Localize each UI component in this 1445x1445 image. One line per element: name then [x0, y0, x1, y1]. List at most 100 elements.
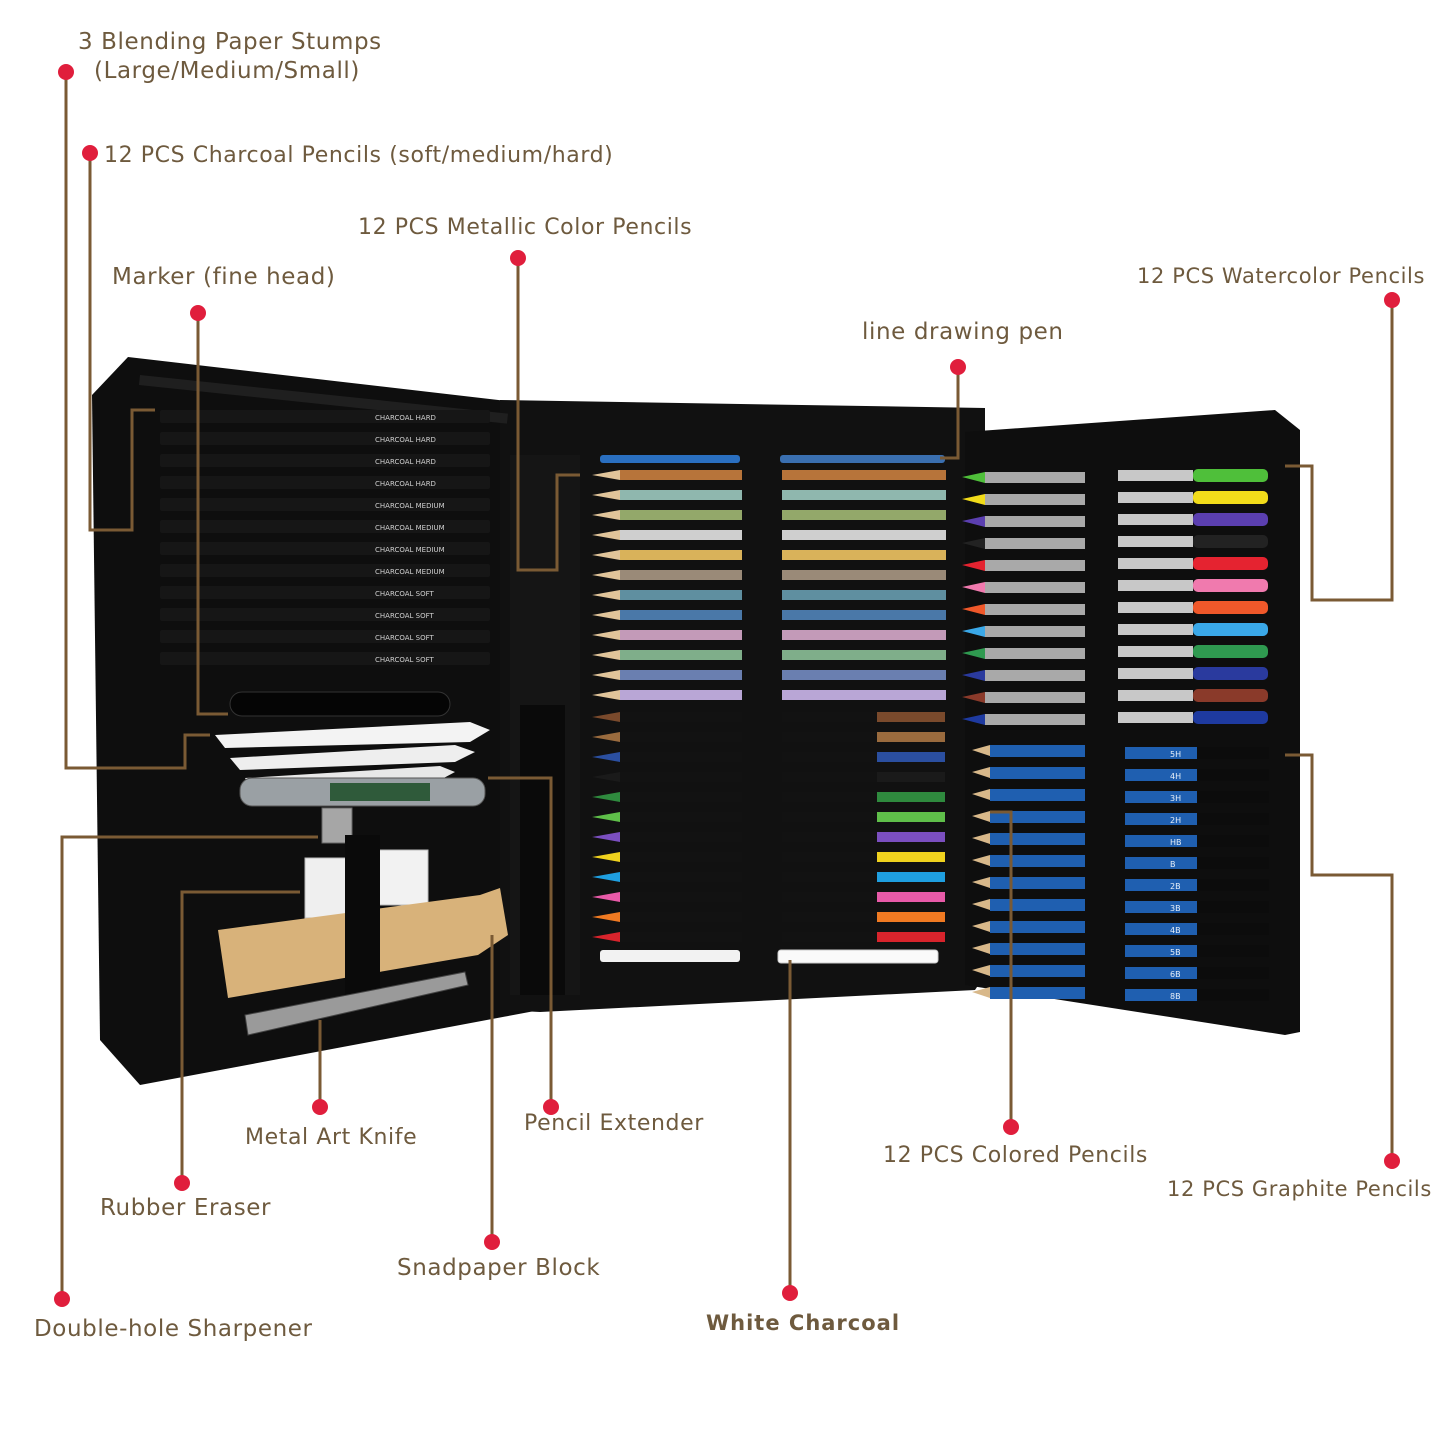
- leader-lines: [60, 72, 1394, 1299]
- watercolor-pencil-body: [1118, 668, 1193, 679]
- graphite-pencil-tip: [972, 987, 990, 998]
- metallic-pencil-end: [782, 470, 946, 480]
- metallic-pencil-tip: [592, 510, 620, 520]
- metallic-pencil: [620, 690, 742, 700]
- charcoal-pencil-label: CHARCOAL SOFT: [375, 656, 434, 664]
- metallic-pencil-tip: [592, 470, 620, 480]
- graphite-pencil-tip: [972, 833, 990, 844]
- graphite-pencil-end: [1197, 791, 1269, 803]
- graphite-pencil-grade: 3H: [1170, 794, 1181, 803]
- charcoal-pencil-label: CHARCOAL MEDIUM: [375, 502, 445, 510]
- metallic-pencils: [592, 470, 946, 700]
- graphite-pencil-body: [1125, 923, 1197, 935]
- watercolor-pencil: [985, 494, 1085, 505]
- label-metallic-pencils: 12 PCS Metallic Color Pencils: [358, 215, 693, 240]
- graphite-pencil: [990, 833, 1085, 845]
- graphite-pencil-end: [1197, 901, 1269, 913]
- colored-pencil: [620, 832, 742, 842]
- graphite-pencil: [990, 855, 1085, 867]
- watercolor-pencil-body: [1118, 536, 1193, 547]
- colored-pencil-body: [782, 772, 877, 782]
- metallic-pencil-tip: [592, 490, 620, 500]
- watercolor-pencil-tip: [962, 472, 985, 483]
- watercolor-pencil: [985, 648, 1085, 659]
- watercolor-pencil-body: [1118, 690, 1193, 701]
- graphite-pencil-body: [1125, 945, 1197, 957]
- charcoal-pencil-label: CHARCOAL MEDIUM: [375, 546, 445, 554]
- colored-pencil-body: [782, 872, 877, 882]
- graphite-pencil: [990, 767, 1085, 779]
- dot-graphite-pencils: [1384, 1153, 1400, 1169]
- graphite-pencil-tip: [972, 811, 990, 822]
- charcoal-pencil-label: CHARCOAL SOFT: [375, 612, 434, 620]
- watercolor-pencil-body: [1118, 646, 1193, 657]
- colored-pencil-tip: [592, 852, 620, 862]
- colored-pencil: [620, 772, 742, 782]
- graphite-pencil-grade: 5H: [1170, 750, 1181, 759]
- colored-pencil-body: [782, 832, 877, 842]
- charcoal-pencil-label: CHARCOAL MEDIUM: [375, 568, 445, 576]
- metallic-pencil: [620, 550, 742, 560]
- watercolor-pencil-end: [1193, 557, 1268, 570]
- watercolor-pencil-end: [1193, 469, 1268, 482]
- graphite-pencil-end: [1197, 813, 1269, 825]
- colored-pencil-body: [782, 712, 877, 722]
- graphite-pencil-body: [1125, 879, 1197, 891]
- colored-pencil-end: [877, 872, 945, 882]
- colored-pencil-body: [782, 812, 877, 822]
- metallic-pencil-end: [782, 650, 946, 660]
- white-charcoal-stick: [600, 950, 740, 962]
- graphite-pencil: [990, 921, 1085, 933]
- colored-pencil: [620, 752, 742, 762]
- graphite-pencil: [990, 965, 1085, 977]
- graphite-pencil-end: [1197, 835, 1269, 847]
- watercolor-pencil: [985, 670, 1085, 681]
- watercolor-pencil: [985, 626, 1085, 637]
- metallic-pencil-end: [782, 490, 946, 500]
- colored-pencil: [620, 712, 742, 722]
- metallic-pencil-end: [782, 670, 946, 680]
- watercolor-pencil-end: [1193, 711, 1268, 724]
- graphite-pencil-grade: 4H: [1170, 772, 1181, 781]
- charcoal-pencil: [160, 520, 490, 533]
- watercolor-pencil-end: [1193, 579, 1268, 592]
- watercolor-pencil-tip: [962, 670, 985, 681]
- dot-sharpener: [54, 1291, 70, 1307]
- colored-pencil-body: [782, 892, 877, 902]
- metallic-pencil-tip: [592, 690, 620, 700]
- watercolor-pencil-tip: [962, 648, 985, 659]
- leader-graphite-pencils: [1285, 753, 1394, 1161]
- graphite-pencil-grade: 2H: [1170, 816, 1181, 825]
- colored-pencil-body: [782, 752, 877, 762]
- watercolor-pencil: [985, 516, 1085, 527]
- watercolor-pencil-end: [1193, 689, 1268, 702]
- metallic-pencil-tip: [592, 570, 620, 580]
- stump-large: [215, 722, 490, 748]
- graphite-pencil: [990, 789, 1085, 801]
- colored-pencil-body: [782, 732, 877, 742]
- pencil-extender-grip: [330, 783, 430, 801]
- graphite-pencil-tip: [972, 789, 990, 800]
- graphite-pencil-body: [1125, 901, 1197, 913]
- leader-colored-pencils: [990, 810, 1013, 1127]
- watercolor-pencil-body: [1118, 514, 1193, 525]
- colored-pencil-end: [877, 832, 945, 842]
- dot-marker: [190, 305, 206, 321]
- colored-pencil-tip: [592, 732, 620, 742]
- watercolor-pencil-tip: [962, 604, 985, 615]
- colored-pencil-body: [782, 932, 877, 942]
- leader-watercolor-pencils: [1285, 300, 1394, 602]
- charcoal-pencil: [160, 630, 490, 643]
- graphite-pencil-end: [1197, 967, 1269, 979]
- dot-white-charcoal: [782, 1285, 798, 1301]
- watercolor-pencil-tip: [962, 692, 985, 703]
- leader-line-pen: [940, 367, 960, 460]
- watercolor-pencil: [985, 582, 1085, 593]
- metallic-pencil-tip: [592, 530, 620, 540]
- metallic-pencil: [620, 530, 742, 540]
- metallic-pencil: [620, 670, 742, 680]
- metallic-pencil-tip: [592, 650, 620, 660]
- dot-colored-pencils: [1003, 1119, 1019, 1135]
